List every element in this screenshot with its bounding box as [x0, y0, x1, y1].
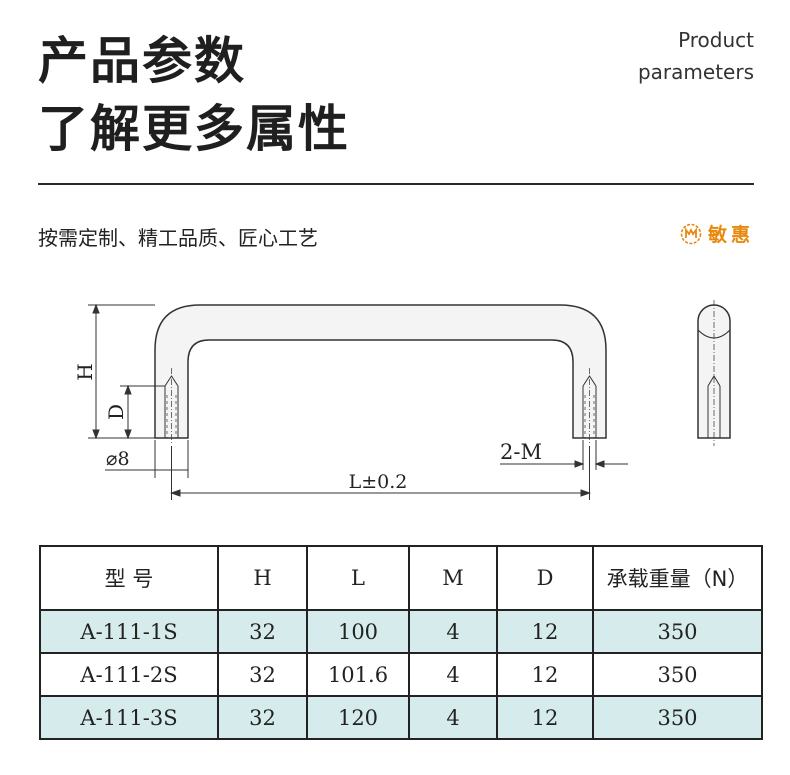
col-header-d: D [496, 545, 594, 611]
cell-m: 4 [408, 695, 498, 740]
page-title-line2: 了解更多属性 [38, 100, 350, 158]
dimension-label-h: H [73, 363, 97, 380]
col-header-model: 型 号 [39, 545, 219, 611]
parameter-table: 型 号 H L M D 承载重量（N） A-111-1S 32 100 4 12… [39, 545, 763, 740]
dimension-lines [88, 303, 628, 500]
cell-m: 4 [408, 609, 498, 654]
brand-name: 敏惠 [707, 224, 754, 246]
cell-model: A-111-2S [39, 652, 219, 697]
cell-m: 4 [408, 652, 498, 697]
dimension-label-diameter: ⌀8 [106, 448, 130, 470]
table-row: A-111-1S 32 100 4 12 350 [39, 609, 763, 654]
handle-technical-drawing: H D ⌀8 2-M L±0.2 [73, 300, 731, 500]
table-row: A-111-2S 32 101.6 4 12 350 [39, 652, 763, 697]
header-divider [38, 183, 754, 185]
cell-model: A-111-3S [39, 695, 219, 740]
dimension-label-m: 2-M [500, 440, 542, 464]
dimension-label-l: L±0.2 [349, 471, 408, 493]
tagline: 按需定制、精工品质、匠心工艺 [38, 226, 318, 250]
dimension-label-d: D [104, 404, 128, 420]
cell-l: 100 [306, 609, 410, 654]
cell-model: A-111-1S [39, 609, 219, 654]
handle-side-view [697, 300, 731, 446]
cell-l: 101.6 [306, 652, 410, 697]
brand-logo: 敏惠 [680, 220, 754, 247]
table-row: A-111-3S 32 120 4 12 350 [39, 695, 763, 740]
cell-d: 12 [496, 652, 594, 697]
col-header-l: L [306, 545, 410, 611]
cell-load: 350 [592, 695, 763, 740]
cell-load: 350 [592, 652, 763, 697]
english-title-line1: Product [678, 28, 754, 52]
brand-logo-icon [680, 223, 702, 244]
english-title-line2: parameters [637, 60, 754, 84]
cell-h: 32 [217, 609, 308, 654]
cell-l: 120 [306, 695, 410, 740]
cell-load: 350 [592, 609, 763, 654]
handle-front-view [154, 304, 607, 445]
page-title-line1: 产品参数 [38, 32, 246, 90]
cell-h: 32 [217, 695, 308, 740]
col-header-m: M [408, 545, 498, 611]
cell-d: 12 [496, 609, 594, 654]
table-header-row: 型 号 H L M D 承载重量（N） [39, 545, 763, 611]
cell-h: 32 [217, 652, 308, 697]
col-header-load: 承载重量（N） [592, 545, 763, 611]
col-header-h: H [217, 545, 308, 611]
cell-d: 12 [496, 695, 594, 740]
